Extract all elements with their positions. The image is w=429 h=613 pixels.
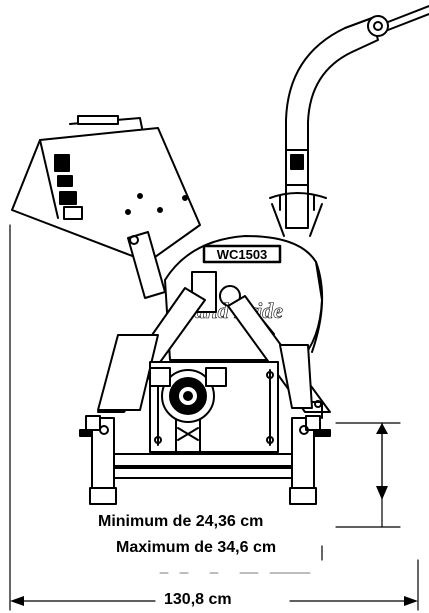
height-min-label: Minimum de 24,36 cm — [98, 513, 264, 530]
height-dimension — [321, 422, 401, 561]
overall-width-label: 130,8 cm — [160, 591, 236, 609]
model-plate: WC1503 — [217, 247, 268, 262]
width-dimension — [9, 224, 419, 611]
feed-hopper — [11, 115, 201, 299]
discharge-chute — [269, 5, 429, 237]
three-point-frame — [79, 400, 331, 505]
pto-gearbox — [149, 367, 227, 453]
height-max-label: Maximum de 34,6 cm — [116, 539, 277, 556]
